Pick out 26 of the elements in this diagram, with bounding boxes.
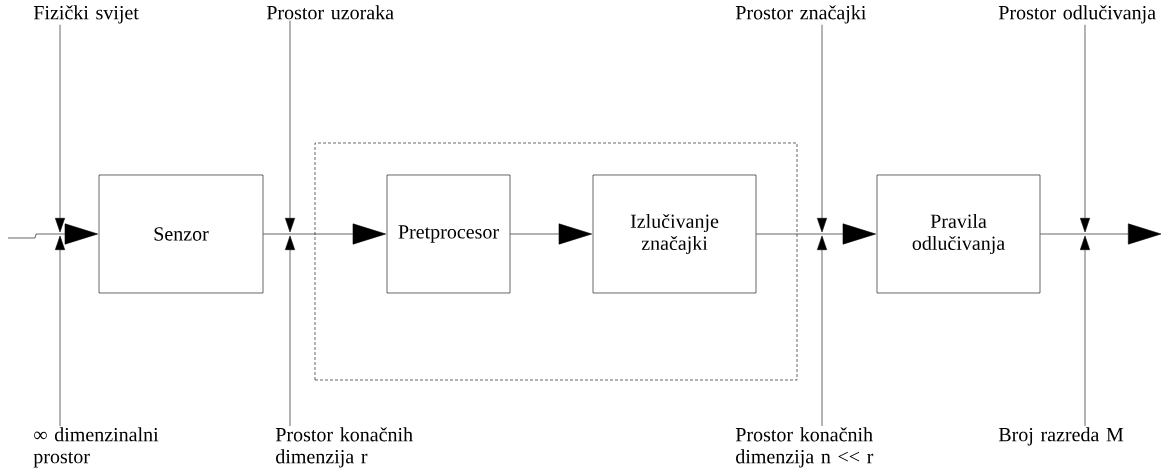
arrow	[7, 223, 98, 245]
space-label: ∞ dimenzinalni prostor	[33, 427, 159, 468]
dashed-frame	[314, 142, 798, 381]
space-label: Broj razreda M	[998, 427, 1124, 446]
space-label: Fizički svijet	[33, 5, 139, 24]
arrow	[263, 223, 386, 245]
arrow	[285, 20, 295, 233]
arrow	[1040, 223, 1162, 245]
process-box: Pretprocesor	[386, 174, 511, 294]
arrow	[1080, 24, 1090, 233]
space-label: Prostor odlučivanja	[998, 5, 1156, 24]
process-box: Izlučivanje značajki	[592, 174, 757, 294]
space-label: Prostor konačnih dimenzija n << r	[735, 427, 874, 468]
space-label: Prostor konačnih dimenzija r	[275, 427, 413, 468]
arrow	[55, 24, 65, 233]
space-label: Prostor uzoraka	[266, 5, 394, 20]
arrow	[817, 235, 827, 427]
arrow	[510, 223, 592, 245]
arrow	[285, 235, 295, 427]
space-label: Prostor značajki	[735, 5, 866, 24]
arrow	[1080, 235, 1090, 427]
arrow	[817, 24, 827, 233]
process-box: Pravila odlučivanja	[876, 174, 1041, 294]
process-box: Senzor	[98, 174, 264, 294]
arrow	[756, 223, 876, 245]
arrow	[55, 235, 65, 427]
